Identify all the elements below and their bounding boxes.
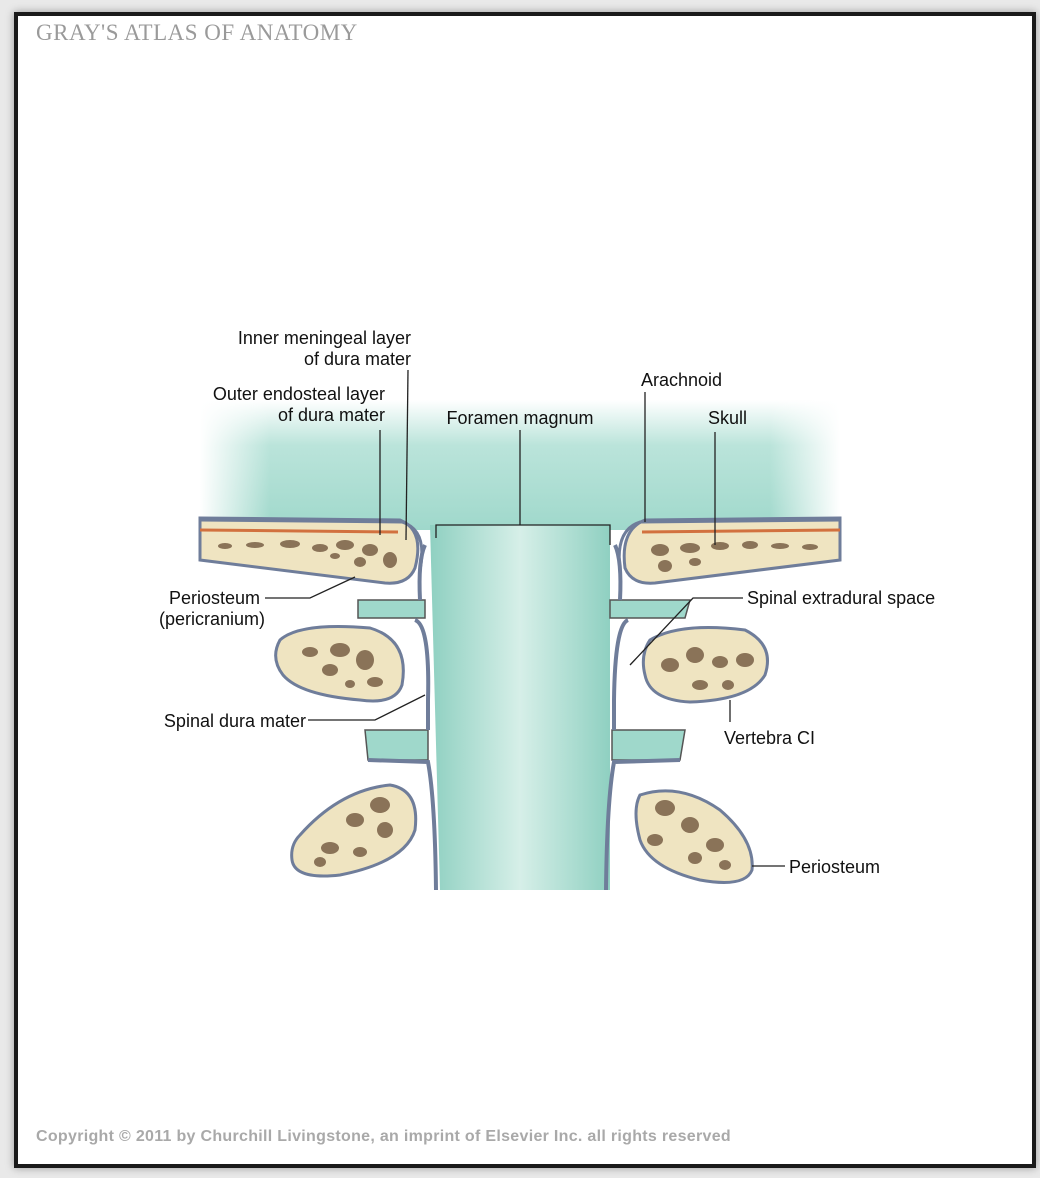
label-spinal-dura-mater: Spinal dura mater — [164, 711, 306, 731]
label-foramen-magnum: Foramen magnum — [446, 408, 593, 428]
vertebra-ci-left — [276, 627, 404, 702]
label-inner-meningeal-2: of dura mater — [304, 349, 411, 369]
label-periosteum-pericranium-2: (pericranium) — [159, 609, 265, 629]
label-outer-endosteal-1: Outer endosteal layer — [213, 384, 385, 404]
label-periosteum-pericranium-1: Periosteum — [169, 588, 260, 608]
label-outer-endosteal-2: of dura mater — [278, 405, 385, 425]
label-arachnoid: Arachnoid — [641, 370, 722, 390]
vertebra-lower-right — [636, 791, 752, 883]
label-periosteum: Periosteum — [789, 857, 880, 877]
right-skull-plate — [619, 518, 840, 583]
left-skull-plate — [200, 518, 422, 583]
label-inner-meningeal-1: Inner meningeal layer — [238, 328, 411, 348]
label-skull: Skull — [708, 408, 747, 428]
label-spinal-extradural-space: Spinal extradural space — [747, 588, 935, 608]
vertebra-lower-left — [292, 785, 416, 876]
vertebra-ci-right — [643, 628, 767, 702]
label-vertebra-ci: Vertebra CI — [724, 728, 815, 748]
copyright-notice: Copyright © 2011 by Churchill Livingston… — [36, 1128, 731, 1146]
